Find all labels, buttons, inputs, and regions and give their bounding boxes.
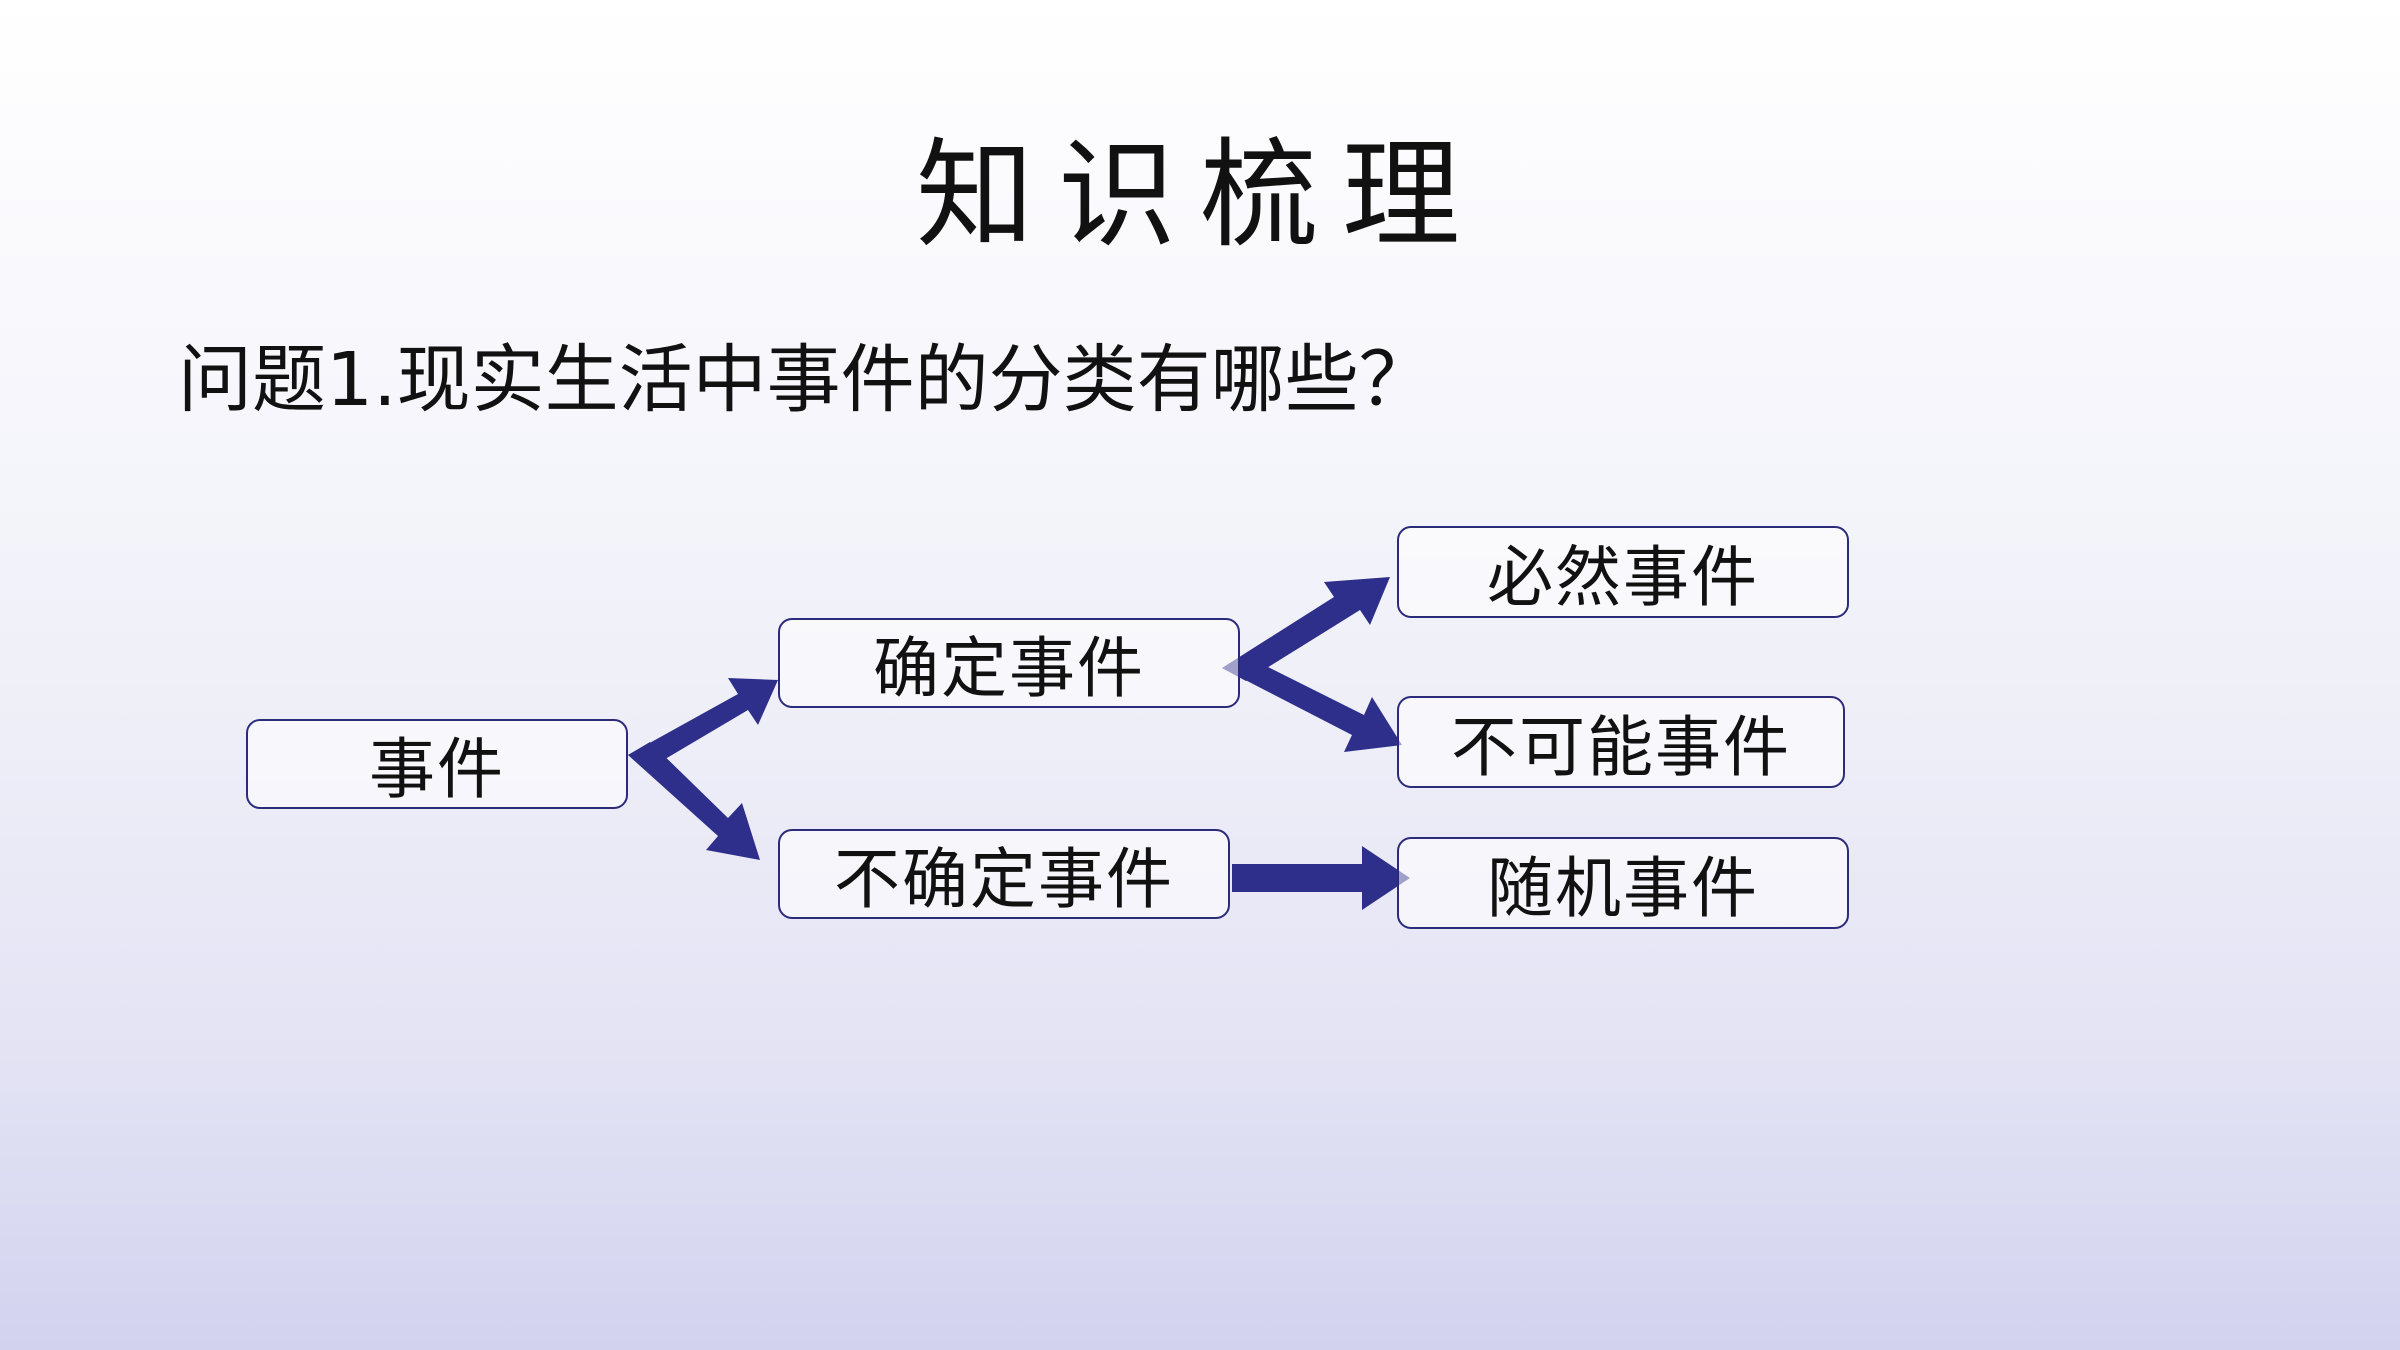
question-text: 问题1.现实生活中事件的分类有哪些？ (178, 337, 1433, 423)
node-uncertain-event: 不确定事件 (778, 829, 1230, 919)
slide-title: 知识梳理 (915, 126, 1484, 264)
arrow-uncertain-to-random (1232, 846, 1410, 910)
arrow-root-to-uncertain (628, 742, 760, 860)
node-random-event: 随机事件 (1397, 837, 1849, 929)
node-certain-event: 确定事件 (778, 618, 1240, 708)
node-inevitable-event: 必然事件 (1397, 526, 1849, 618)
node-event: 事件 (246, 719, 628, 809)
node-impossible-event: 不可能事件 (1397, 696, 1845, 788)
arrow-certain-to-impossible (1222, 656, 1402, 752)
arrow-root-to-certain (628, 678, 778, 768)
arrow-certain-to-inevitable (1222, 577, 1390, 681)
